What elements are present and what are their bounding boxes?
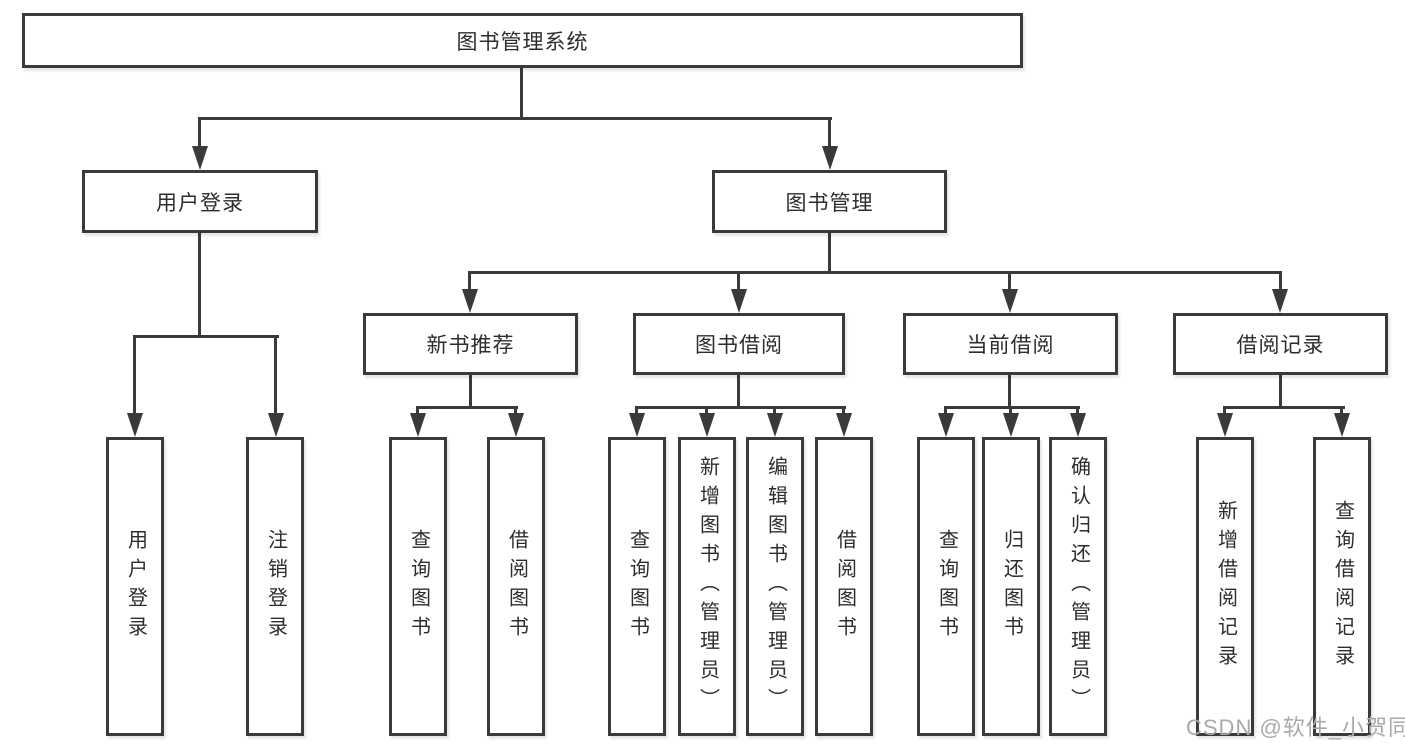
connector-line [1279,375,1282,408]
node-root-system: 图书管理系统 [22,13,1023,68]
arrow-down-icon [1003,413,1019,437]
leaf-confirm-return-admin-label: 确认归还（管理员） [1067,456,1090,717]
arrow-down-icon [822,146,838,170]
connector-line [198,117,201,147]
connector-line [468,271,1282,274]
leaf-query-borrow-record-label: 查询借阅记录 [1331,499,1354,674]
leaf-user-login: 用户登录 [106,437,164,736]
leaf-confirm-return-admin: 确认归还（管理员） [1049,437,1107,736]
leaf-query-books-current: 查询图书 [917,437,975,736]
connector-line [842,406,845,416]
connector-line [1340,406,1343,416]
arrow-down-icon [1002,289,1018,313]
leaf-query-books-recommend: 查询图书 [389,437,447,736]
connector-line [737,271,740,291]
leaf-query-books-recommend-label: 查询图书 [407,528,430,645]
connector-line [1008,375,1011,408]
node-new-book-recommend: 新书推荐 [363,313,578,375]
arrow-down-icon [767,413,783,437]
arrow-down-icon [731,289,747,313]
node-book-borrowing-label: 图书借阅 [695,334,783,357]
arrow-down-icon [410,413,426,437]
arrow-down-icon [268,413,284,437]
connector-line [1223,406,1345,409]
node-borrow-records-label: 借阅记录 [1236,334,1325,357]
leaf-return-books: 归还图书 [982,437,1040,736]
connector-line [133,335,136,415]
connector-line [416,406,419,416]
leaf-user-login-label: 用户登录 [124,528,147,645]
connector-line [773,406,776,416]
arrow-down-icon [629,413,645,437]
connector-line [828,117,831,147]
leaf-borrow-books-label: 借阅图书 [833,528,856,645]
arrow-down-icon [192,146,208,170]
node-new-book-recommend-label: 新书推荐 [426,334,515,357]
node-current-borrowing-label: 当前借阅 [966,334,1055,357]
node-book-management: 图书管理 [712,170,947,233]
node-book-management-label: 图书管理 [785,191,874,215]
arrow-down-icon [1272,289,1288,313]
connector-line [198,233,201,338]
connector-line [198,117,832,120]
watermark: CSDN @软件_小贺同学 [1186,715,1405,740]
connector-line [635,406,638,416]
leaf-query-books-borrowing: 查询图书 [608,437,666,736]
leaf-borrow-books-recommend: 借阅图书 [487,437,545,736]
leaf-edit-books-admin: 编辑图书（管理员） [746,437,804,736]
leaf-logout-label: 注销登录 [264,528,287,645]
connector-line [1008,271,1011,291]
leaf-query-borrow-record: 查询借阅记录 [1313,437,1371,736]
leaf-return-books-label: 归还图书 [1000,528,1023,645]
node-current-borrowing: 当前借阅 [903,313,1118,375]
leaf-add-books-admin: 新增图书（管理员） [678,437,736,736]
arrow-down-icon [836,413,852,437]
node-user-login: 用户登录 [82,170,318,233]
arrow-down-icon [699,413,715,437]
leaf-add-borrow-record: 新增借阅记录 [1196,437,1254,736]
node-user-login-label: 用户登录 [156,191,244,215]
leaf-borrow-books: 借阅图书 [815,437,873,736]
node-borrow-records: 借阅记录 [1173,313,1388,375]
leaf-query-books-borrowing-label: 查询图书 [626,528,649,645]
node-root-label: 图书管理系统 [456,30,589,54]
connector-line [944,406,947,416]
connector-line [635,406,846,409]
arrow-down-icon [1217,413,1233,437]
arrow-down-icon [1334,413,1350,437]
connector-line [416,406,518,409]
connector-line [705,406,708,416]
leaf-add-borrow-record-label: 新增借阅记录 [1214,499,1237,674]
arrow-down-icon [127,413,143,437]
connector-line [737,375,740,408]
connector-line [469,375,472,408]
connector-line [514,406,517,416]
connector-line [944,406,1080,409]
connector-line [468,271,471,291]
connector-line [1009,406,1012,416]
leaf-query-books-current-label: 查询图书 [935,528,958,645]
arrow-down-icon [462,289,478,313]
connector-line [133,335,279,338]
leaf-borrow-books-recommend-label: 借阅图书 [505,528,528,645]
connector-line [274,335,277,415]
leaf-edit-books-admin-label: 编辑图书（管理员） [764,456,787,717]
connector-line [1076,406,1079,416]
leaf-add-books-admin-label: 新增图书（管理员） [696,456,719,717]
connector-line [1279,271,1282,291]
leaf-logout: 注销登录 [246,437,304,736]
connector-line [828,233,831,274]
connector-line [520,68,523,120]
node-book-borrowing: 图书借阅 [633,313,845,375]
arrow-down-icon [508,413,524,437]
arrow-down-icon [938,413,954,437]
connector-line [1223,406,1226,416]
arrow-down-icon [1070,413,1086,437]
